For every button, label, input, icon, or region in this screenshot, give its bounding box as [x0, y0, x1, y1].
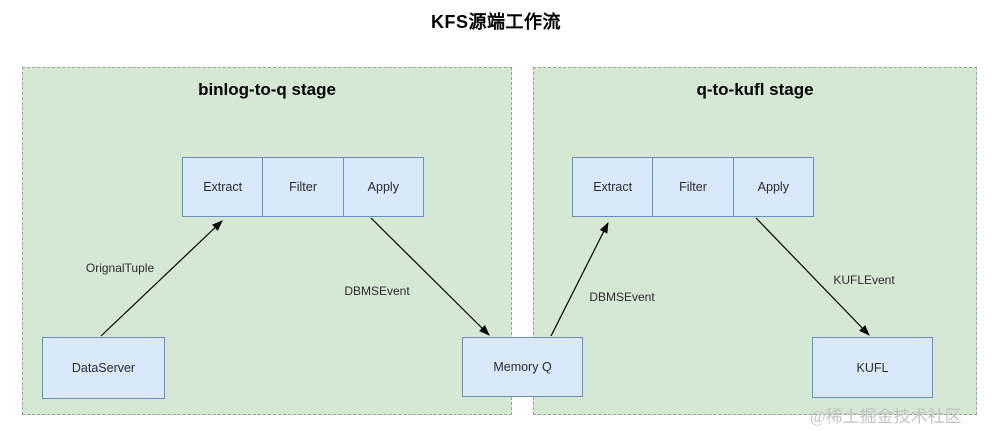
- diagram-title: KFS源端工作流: [431, 12, 561, 32]
- stage-filter-left: Filter: [263, 158, 344, 216]
- node-kufl: KUFL: [812, 337, 933, 398]
- stage-extract-right: Extract: [573, 158, 654, 216]
- edge-label-dbmsevent-right: DBMSEvent: [589, 290, 655, 304]
- stage-filter-right: Filter: [653, 158, 734, 216]
- stage-apply-left: Apply: [367, 180, 399, 194]
- node-dataserver: DataServer: [42, 337, 165, 399]
- watermark: @稀土掘金技术社区: [810, 407, 962, 426]
- pipeline-binlog-to-q: Extract Filter Apply: [182, 157, 424, 217]
- stage-extract-left: Extract: [183, 158, 264, 216]
- edge-label-dbmsevent-left: DBMSEvent: [344, 284, 410, 298]
- stage-apply-right: Apply: [757, 180, 789, 194]
- pipeline-q-to-kufl: Extract Filter Apply: [572, 157, 814, 217]
- panel-title-q-to-kufl: q-to-kufl stage: [696, 80, 814, 99]
- edge-label-orignaltuple: OrignalTuple: [85, 261, 155, 275]
- node-memory-q: Memory Q: [462, 337, 583, 397]
- panel-title-binlog-to-q: binlog-to-q stage: [198, 80, 336, 99]
- edge-label-kuflevent: KUFLEvent: [833, 273, 895, 287]
